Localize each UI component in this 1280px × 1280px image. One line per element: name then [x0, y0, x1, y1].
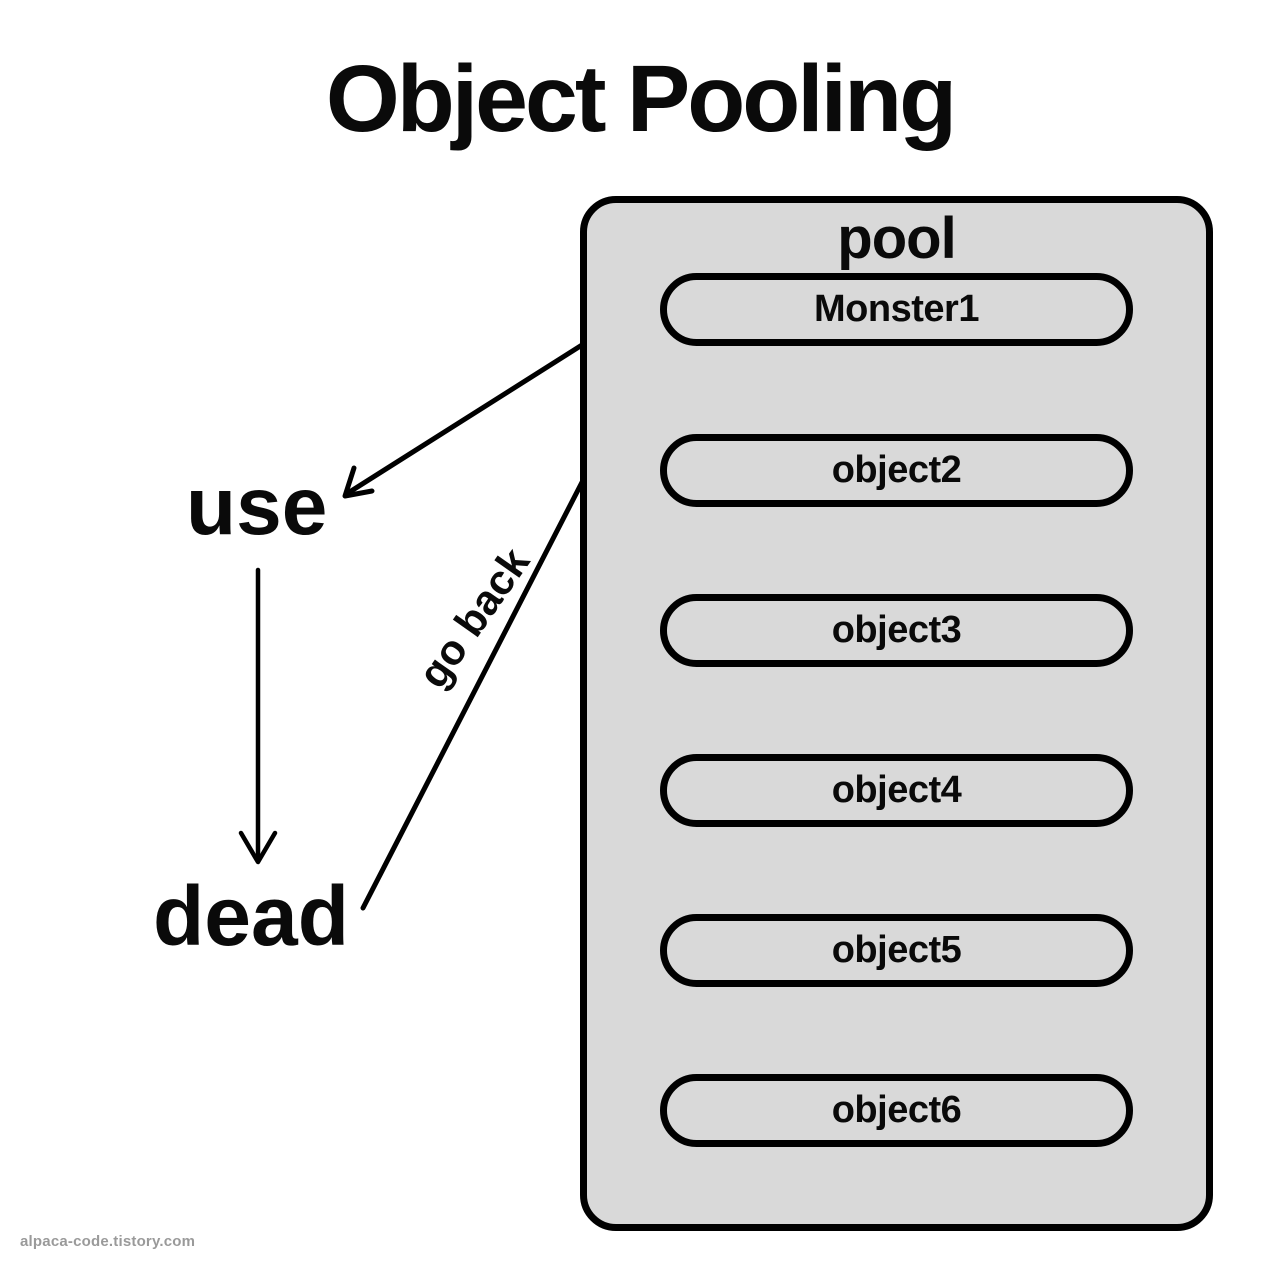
pool-item-object6: object6: [660, 1074, 1133, 1147]
pool-item-object3: object3: [660, 594, 1133, 667]
pool-label: pool: [837, 206, 956, 271]
pool-item-object5: object5: [660, 914, 1133, 987]
pool-container: pool Monster1 object2 object3 object4 ob…: [580, 196, 1213, 1231]
use-state-label: use: [186, 461, 328, 552]
use-to-dead-arrow: [238, 567, 278, 865]
pool-item-monster1: Monster1: [660, 273, 1133, 346]
page-title: Object Pooling: [325, 46, 957, 152]
pool-item-object4: object4: [660, 754, 1133, 827]
watermark: alpaca-code.tistory.com: [20, 1233, 196, 1250]
go-back-label: go back: [408, 539, 539, 697]
pool-item-object2: object2: [660, 434, 1133, 507]
dead-state-label: dead: [153, 869, 350, 963]
